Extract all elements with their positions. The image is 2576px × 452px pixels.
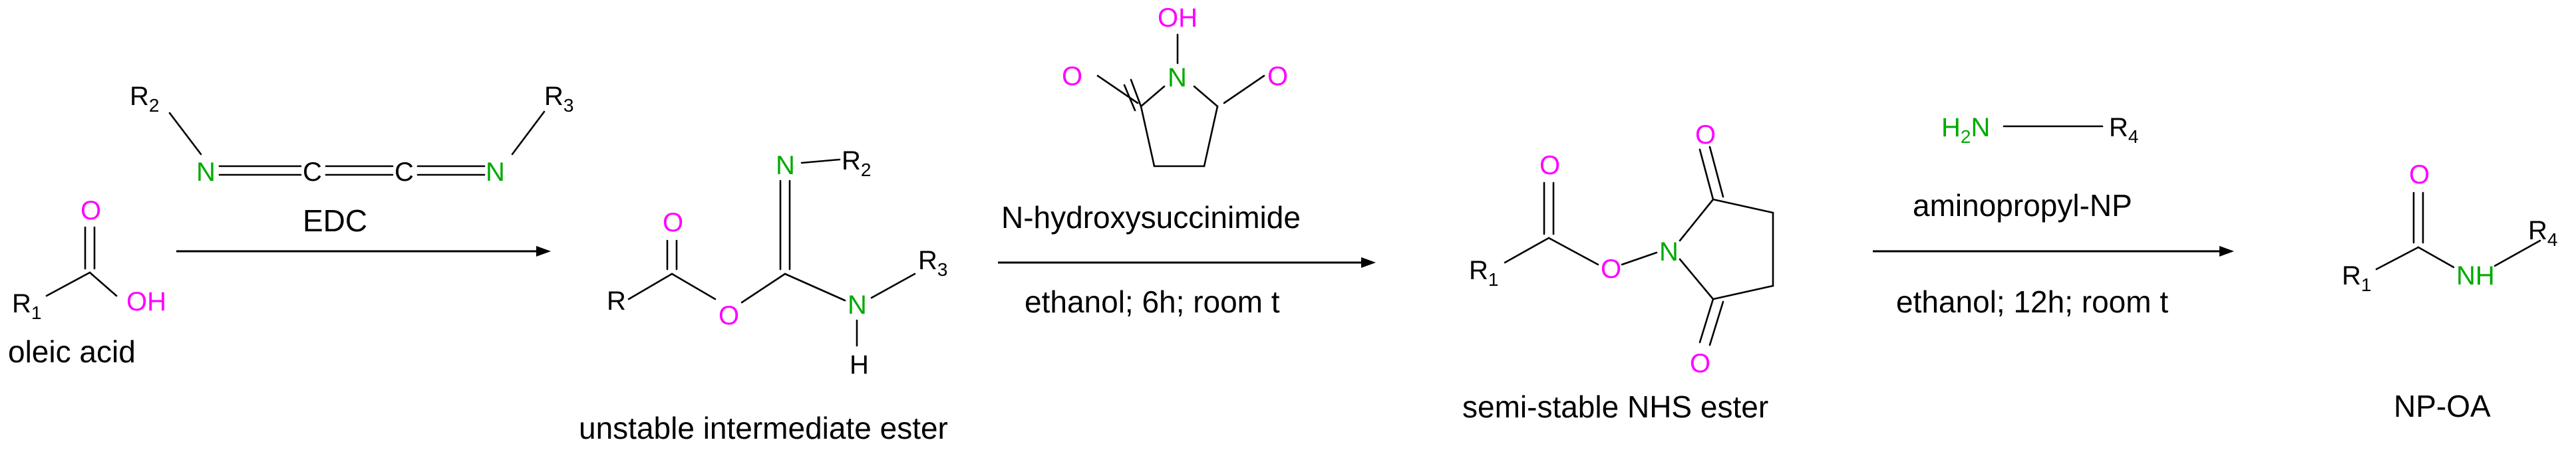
reaction-arrow-3: aminopropyl-NP ethanol; 12h; room t <box>1873 188 2234 319</box>
intermediate-r: R <box>607 286 626 316</box>
caption-product: NP-OA <box>2394 389 2491 423</box>
edc-n-right: N <box>486 158 505 187</box>
edc-structure: R2 N C C N R3 EDC <box>130 82 573 238</box>
edc-n-left: N <box>196 158 216 187</box>
intermediate-r3: R3 <box>918 246 947 280</box>
nhs-ester-carbonyl-o: O <box>1539 151 1560 180</box>
edc-c-2: C <box>395 158 414 187</box>
nhs-reagent-o-left: O <box>1062 62 1082 91</box>
oleic-acid-structure: O OH R1 oleic acid <box>8 196 166 369</box>
product-r1: R1 <box>2342 261 2371 295</box>
amine-r4: R4 <box>2109 113 2138 147</box>
step3-reagent-label: aminopropyl-NP <box>1913 188 2132 223</box>
reaction-arrow-2: N-hydroxysuccinimide ethanol; 6h; room t <box>998 200 1376 319</box>
oleic-acid-carbonyl-o: O <box>80 196 101 225</box>
nhs-reagent-hydroxyl: OH <box>1158 3 1198 33</box>
step2-reagent-label: N-hydroxysuccinimide <box>1001 200 1301 235</box>
intermediate-imine-n: N <box>776 151 795 180</box>
nhs-ester-o-top: O <box>1695 120 1716 150</box>
nhs-reagent-structure: OH N O O <box>1062 3 1288 168</box>
edc-r3: R3 <box>544 82 573 116</box>
aminopropyl-np-structure: H2N R4 <box>1941 113 2138 147</box>
amine-h2n: H2N <box>1941 113 1990 147</box>
caption-nhs-ester: semi-stable NHS ester <box>1462 390 1768 424</box>
nhs-reagent-n: N <box>1168 63 1187 92</box>
nhs-ester-structure: R1 O O N O O semi-stable NHS ester <box>1462 120 1774 424</box>
caption-edc: EDC <box>303 203 367 238</box>
nhs-ester-r1: R1 <box>1469 256 1498 290</box>
product-carbonyl-o: O <box>2409 160 2430 189</box>
intermediate-ester-structure: R O O N R2 N R3 H unstable intermediate … <box>579 146 948 445</box>
step2-conditions-label: ethanol; 6h; room t <box>1025 284 1280 319</box>
product-r4: R4 <box>2528 216 2557 250</box>
nhs-ester-link-o: O <box>1601 255 1621 284</box>
caption-intermediate: unstable intermediate ester <box>579 411 948 445</box>
oleic-acid-hydroxyl: OH <box>126 287 166 316</box>
nhs-ester-o-bottom: O <box>1690 349 1710 378</box>
oleic-acid-r1: R1 <box>12 289 41 323</box>
edc-r2: R2 <box>130 82 159 116</box>
nhs-ester-n: N <box>1659 237 1679 267</box>
reaction-arrow-1 <box>176 246 551 257</box>
caption-oleic-acid: oleic acid <box>8 334 136 369</box>
intermediate-ester-o: O <box>719 301 739 330</box>
product-nh: NH <box>2456 261 2495 290</box>
intermediate-amine-h: H <box>850 350 869 380</box>
product-structure: R1 O NH R4 NP-OA <box>2342 160 2557 423</box>
edc-c-1: C <box>303 158 322 187</box>
nhs-reagent-o-right: O <box>1267 62 1288 91</box>
intermediate-carbonyl-o: O <box>663 208 683 237</box>
intermediate-amine-n: N <box>848 290 867 320</box>
intermediate-r2: R2 <box>842 146 871 180</box>
step3-conditions-label: ethanol; 12h; room t <box>1896 284 2168 319</box>
